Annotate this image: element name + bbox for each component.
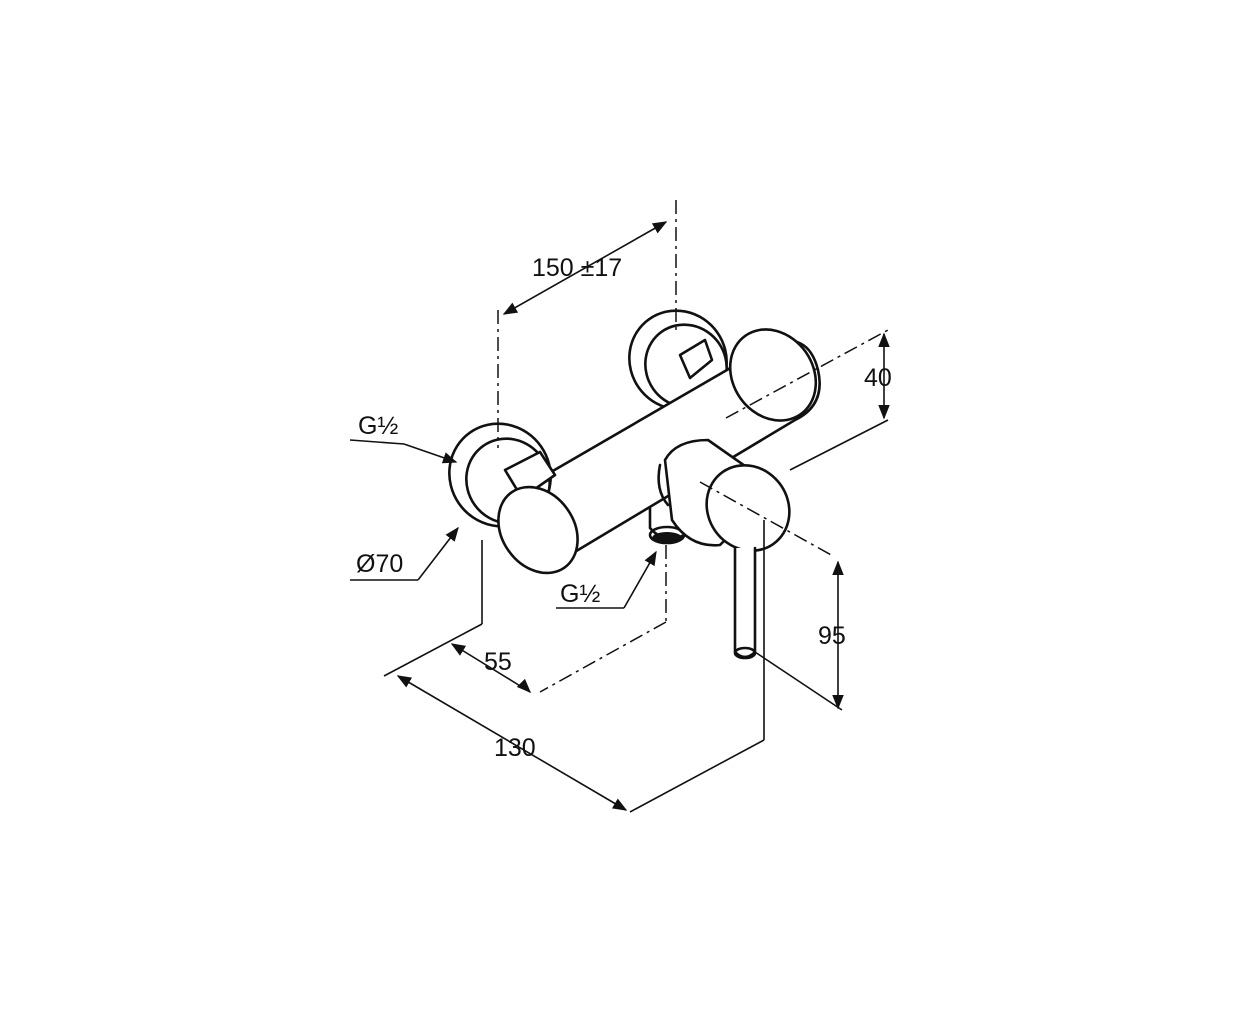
- depth-inner-label: 55: [484, 648, 512, 676]
- dimension-height-top-label: 40: [864, 364, 892, 392]
- dimension-width-label: 150 ±17: [532, 254, 622, 282]
- dimension-arrows: [349, 221, 890, 811]
- body-end-cap: [497, 485, 579, 575]
- lever-height-label: 95: [818, 622, 846, 650]
- flange-diameter-label: Ø70: [356, 550, 403, 578]
- handle-lever: [733, 546, 757, 660]
- inlet-thread-label: G½: [358, 412, 398, 440]
- depth-overall-label: 130: [494, 734, 536, 762]
- handle-knob: [657, 438, 791, 553]
- outlet-thread-label: G½: [560, 580, 600, 608]
